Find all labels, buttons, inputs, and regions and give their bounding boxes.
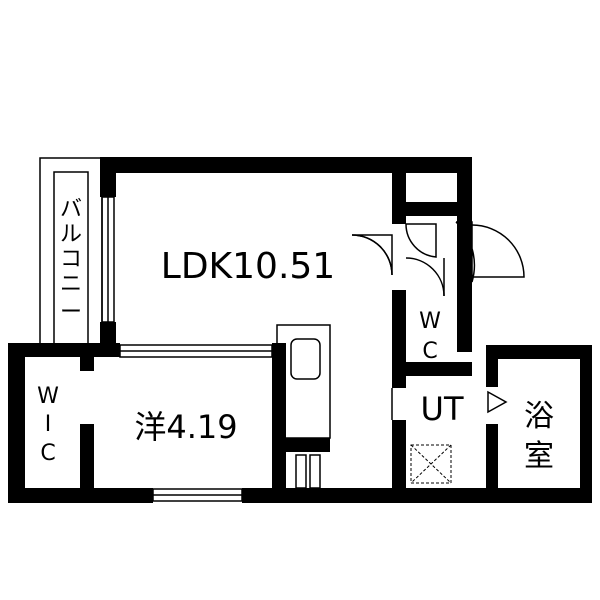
wic-char-3: C: [40, 441, 55, 466]
balcony-char-4: ニ: [60, 272, 82, 297]
wic-char-2: I: [45, 412, 52, 437]
walls: [8, 157, 592, 503]
balcony-char-5: ー: [60, 300, 82, 325]
balcony-char-2: ル: [60, 222, 82, 247]
doors: [351, 221, 525, 420]
ldk-label: LDK10.51: [161, 246, 335, 287]
balcony-char-1: バ: [60, 197, 82, 222]
balcony-label: バ ル コ ニ ー: [60, 197, 82, 325]
wic-char-1: W: [37, 384, 59, 409]
toilet-label: W C: [419, 309, 441, 364]
balcony-char-3: コ: [60, 247, 82, 272]
western-room-label: 洋4.19: [134, 408, 237, 446]
wic-label: W I C: [37, 384, 59, 466]
utility-label: UT: [421, 390, 464, 428]
washer-pan: [410, 444, 452, 484]
bathroom-label-2: 室: [524, 439, 554, 474]
kitchen-counter: [276, 324, 331, 489]
bathroom-label-1: 浴: [524, 399, 554, 434]
toilet-char-2: C: [422, 339, 437, 364]
windows: [101, 196, 273, 502]
toilet-char-1: W: [419, 309, 441, 334]
bathroom-label: 浴 室: [524, 399, 554, 474]
